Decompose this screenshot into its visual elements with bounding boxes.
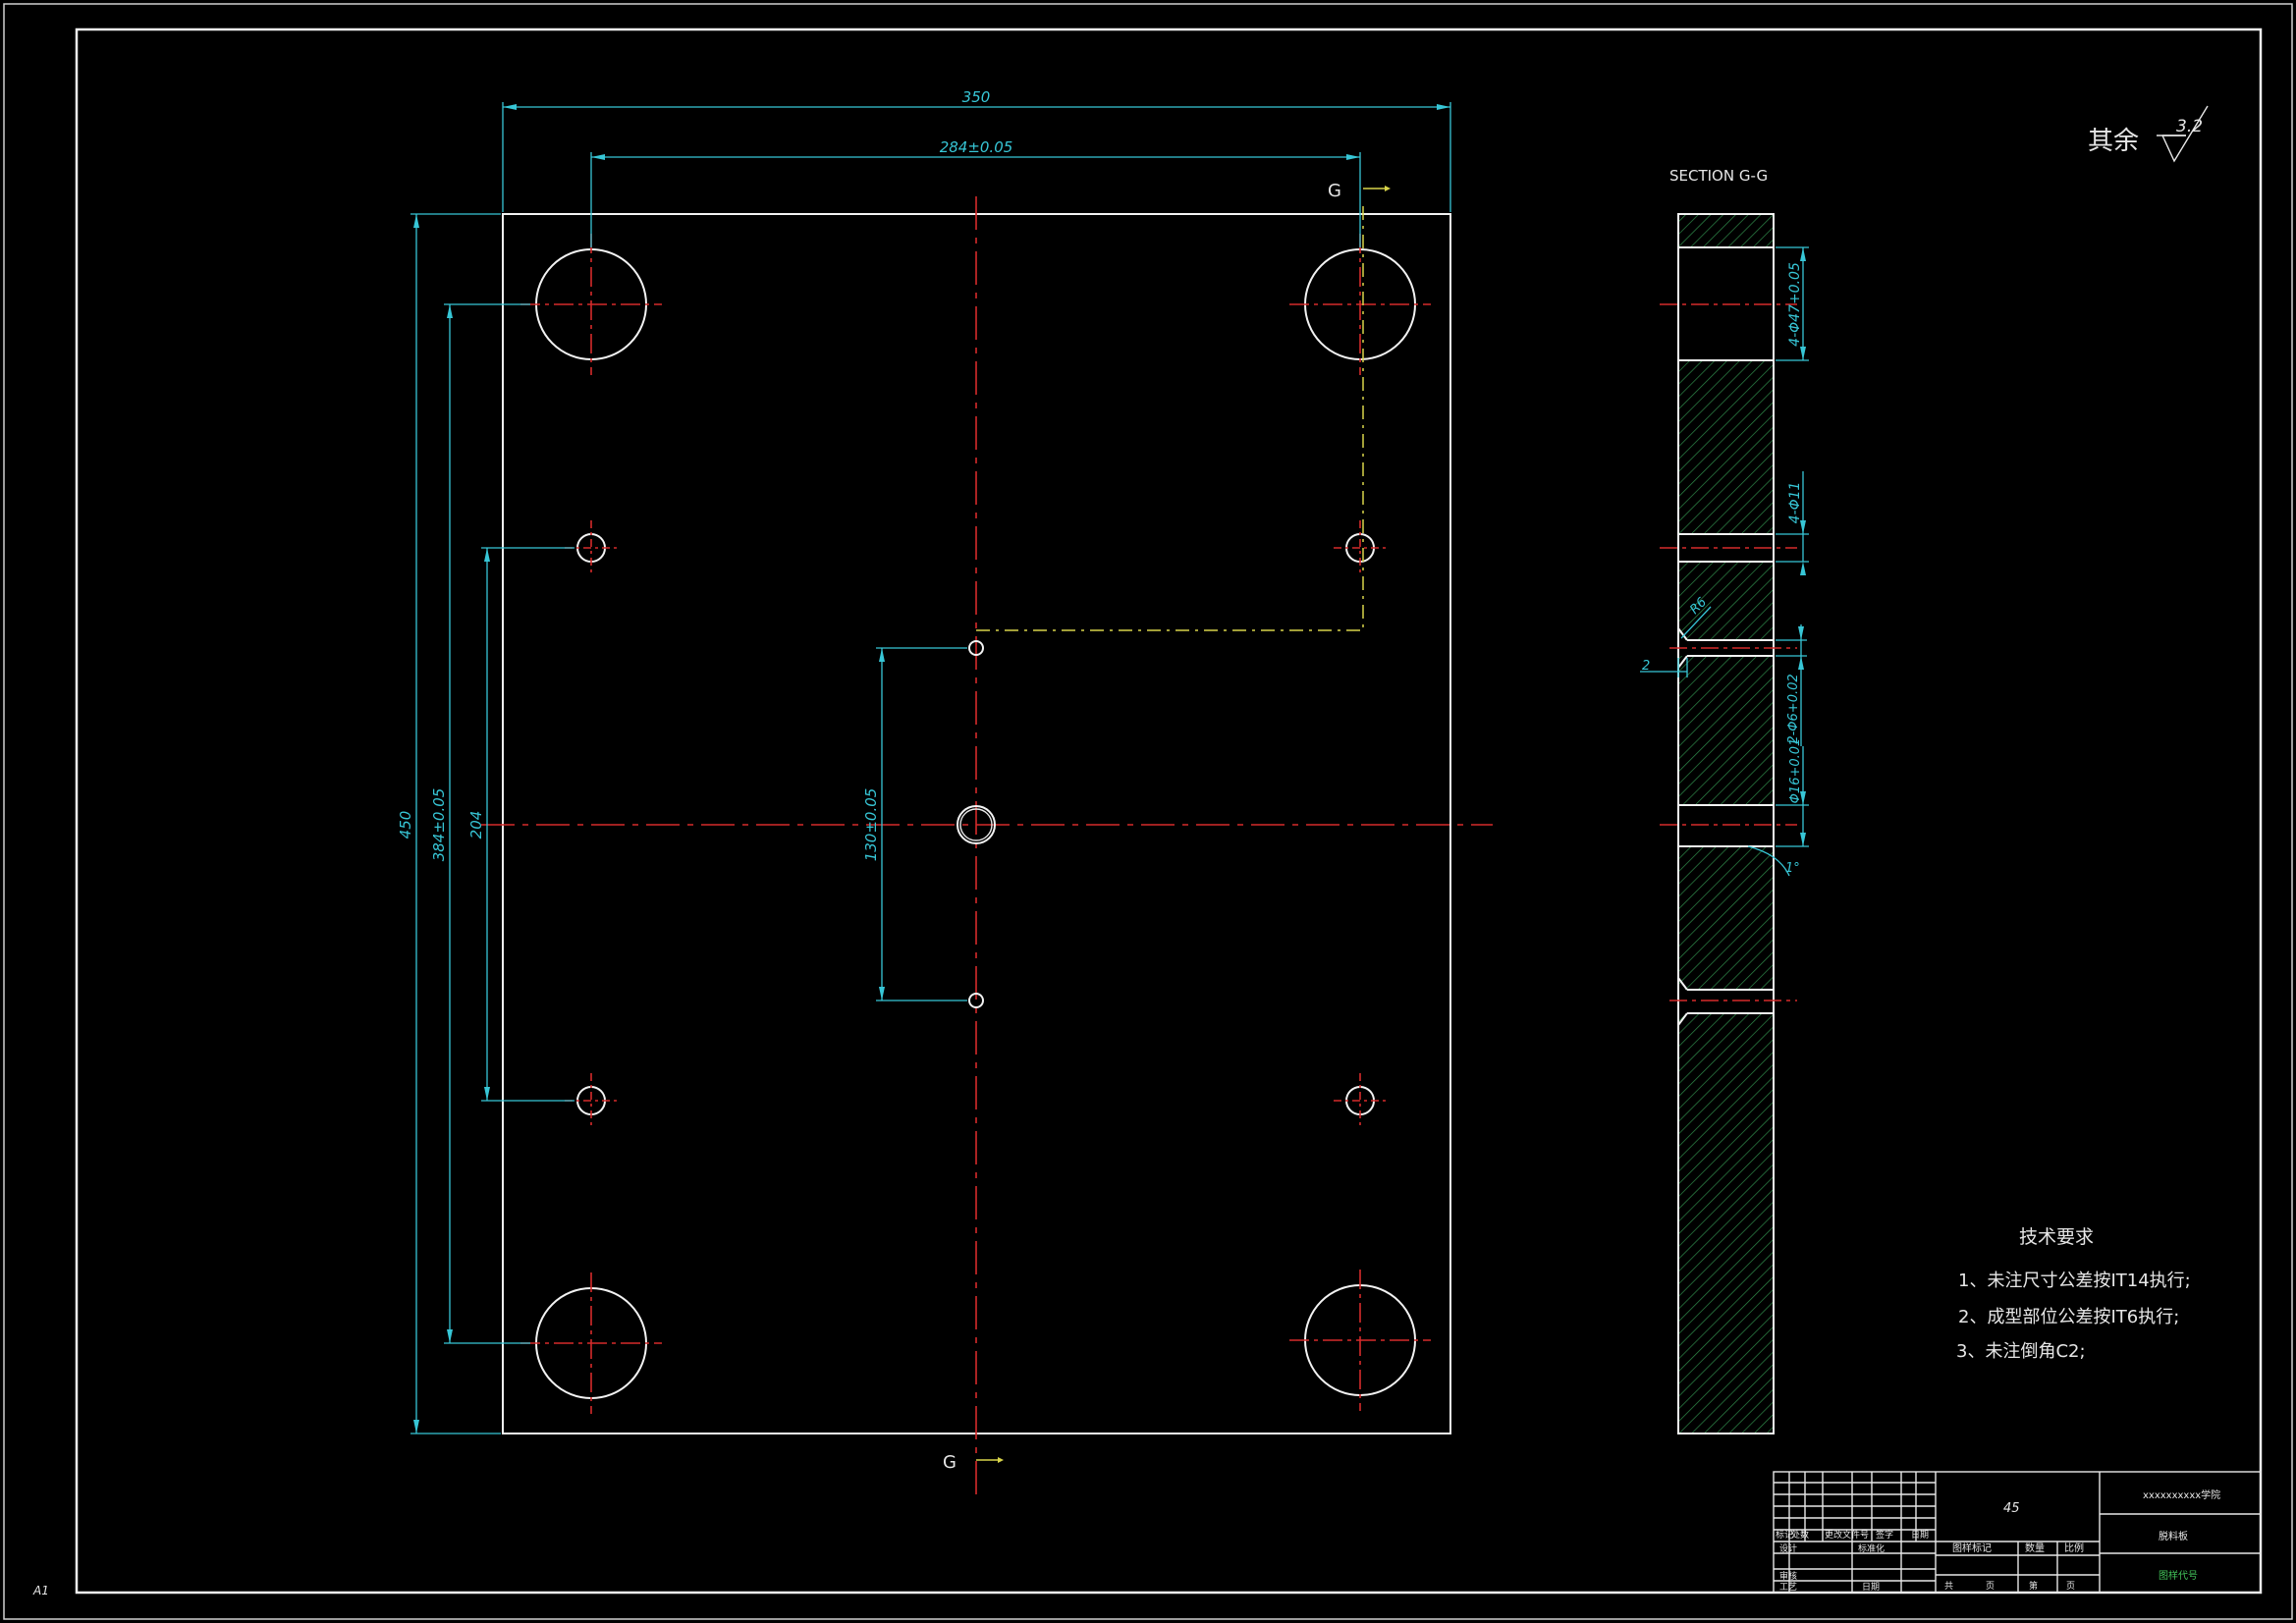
- dim-hole-spacing-y-small-text: 204: [467, 811, 485, 839]
- tech-req-item-1: 1、未注尺寸公差按IT14执行;: [1958, 1271, 2191, 1291]
- dimension-height-total: 450: [397, 213, 501, 1434]
- pin-hole-top: [968, 640, 984, 656]
- dim-hole-spacing-x-text: 284±0.05: [940, 138, 1013, 156]
- large-guide-holes: [520, 234, 1431, 1414]
- section-dim-small-holes-text: 4-Φ11: [1787, 482, 1803, 524]
- section-dim-taper: 1°: [1747, 845, 1800, 877]
- dimension-width-total: 350: [502, 88, 1451, 212]
- center-sprue-hole-inner: [959, 808, 993, 841]
- title-sheet-unit: 页: [1986, 1581, 1995, 1592]
- section-marker-bottom: G: [943, 1452, 1004, 1473]
- section-outline: [1677, 213, 1775, 1434]
- dimension-hole-spacing-y-large: 384±0.05: [430, 303, 530, 1344]
- section-view: SECTION G-G: [1640, 167, 1809, 1434]
- title-header-change-doc: 更改文件号: [1825, 1529, 1869, 1541]
- title-header-mark: 标记: [1776, 1529, 1793, 1541]
- title-weight: 数量: [2025, 1542, 2045, 1554]
- section-letter-bottom: G: [943, 1452, 957, 1473]
- section-dim-pin-holes-text: 2-Φ6+0.02: [1786, 674, 1801, 743]
- section-letter-top: G: [1328, 181, 1341, 201]
- section-dim-pin-holes: 2-Φ6+0.02: [1776, 624, 1807, 746]
- roughness-symbol: 其余 3.2: [2088, 105, 2209, 163]
- title-role-date: 日期: [1862, 1582, 1880, 1593]
- section-cut-path: [976, 206, 1364, 631]
- section-hole-edges: [1677, 246, 1774, 1026]
- title-scale: 比例: [2064, 1542, 2084, 1554]
- title-sheet-no: 第: [2029, 1580, 2038, 1592]
- tech-req-item-3: 3、未注倒角C2;: [1956, 1341, 2086, 1362]
- section-dim-taper-text: 1°: [1785, 861, 1800, 876]
- section-dim-step-text: 2: [1642, 659, 1650, 674]
- title-header-date: 日期: [1911, 1530, 1929, 1541]
- dim-hole-spacing-y-large-text: 384±0.05: [430, 788, 448, 862]
- roughness-value: 3.2: [2176, 117, 2203, 136]
- title-header-sign: 签字: [1876, 1529, 1893, 1541]
- title-role-review: 审核: [1779, 1570, 1797, 1582]
- title-sheet-unit2: 页: [2066, 1581, 2075, 1592]
- title-stage-mark: 图样标记: [1952, 1542, 1992, 1554]
- section-dim-center-hole-text: Φ16+0.01: [1788, 738, 1803, 804]
- plan-view: G G 350 284±0.05 450: [397, 88, 1493, 1497]
- title-drawing-no: 图样代号: [2159, 1569, 2198, 1582]
- dimension-hole-spacing-x: 284±0.05: [590, 138, 1361, 247]
- title-school: xxxxxxxxxx学院: [2143, 1488, 2220, 1501]
- dim-height-total-text: 450: [397, 811, 414, 839]
- inner-frame-border: [75, 27, 2263, 1595]
- sheet-size-label: A1: [32, 1584, 49, 1597]
- title-part-name: 脱料板: [2159, 1530, 2188, 1542]
- section-dim-large-holes-text: 4-Φ47+0.05: [1787, 262, 1803, 347]
- outer-sheet-border: [3, 3, 2293, 1620]
- title-role-design: 设计: [1779, 1542, 1797, 1554]
- section-marker-top: G: [1328, 181, 1391, 201]
- dim-width-total-text: 350: [962, 88, 991, 106]
- title-sheet-total: 共: [1944, 1581, 1953, 1592]
- section-dim-large-holes: 4-Φ47+0.05: [1776, 246, 1809, 361]
- section-centerlines: [1660, 303, 1797, 1001]
- title-block: 标记 处数 更改文件号 签字 日期 设计 标准化 审核 工艺 日期 45 图样标…: [1773, 1471, 2262, 1594]
- technical-requirements: 技术要求 1、未注尺寸公差按IT14执行; 2、成型部位公差按IT6执行; 3、…: [1956, 1226, 2191, 1362]
- roughness-label: 其余: [2088, 127, 2139, 156]
- pin-hole-bottom: [968, 993, 984, 1008]
- tech-req-item-2: 2、成型部位公差按IT6执行;: [1958, 1307, 2179, 1327]
- section-title: SECTION G-G: [1669, 167, 1768, 185]
- section-dim-step: 2: [1640, 658, 1688, 677]
- tech-req-title: 技术要求: [2019, 1226, 2094, 1248]
- title-role-standard: 标准化: [1858, 1542, 1885, 1554]
- section-dim-small-holes: 4-Φ11: [1776, 471, 1809, 575]
- dimension-hole-spacing-y-small: 204: [467, 547, 574, 1102]
- dimension-center-spacing: 130±0.05: [862, 647, 967, 1001]
- dim-center-spacing-text: 130±0.05: [862, 788, 880, 862]
- section-dim-center-hole: Φ16+0.01: [1776, 738, 1809, 847]
- title-role-process: 工艺: [1779, 1582, 1797, 1593]
- small-screw-holes: [565, 520, 1387, 1128]
- title-header-count: 处数: [1791, 1529, 1809, 1541]
- title-material: 45: [2003, 1501, 2020, 1516]
- center-sprue-hole: [957, 805, 996, 844]
